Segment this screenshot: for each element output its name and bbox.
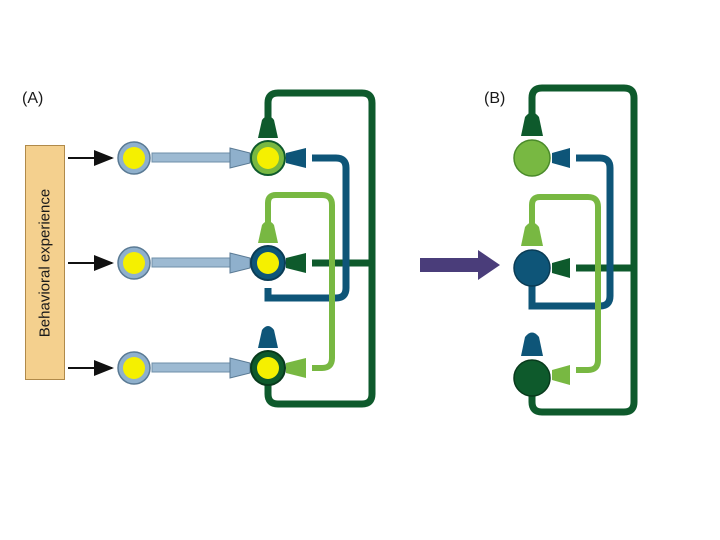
input-neuron-3 xyxy=(117,351,151,385)
input-neuron-1 xyxy=(117,141,151,175)
panel-b xyxy=(513,84,638,416)
network-neuron-a1 xyxy=(229,116,306,176)
network-neuron-b2 xyxy=(513,222,570,287)
network-neuron-b1 xyxy=(513,112,570,177)
panel-b-label: (B) xyxy=(484,90,506,107)
input-neuron-2 xyxy=(117,246,151,280)
behavioral-experience-box: Behavioral experience xyxy=(25,145,65,380)
network-neuron-a2 xyxy=(229,221,306,281)
transition-arrow-icon xyxy=(420,250,500,280)
network-neuron-b3 xyxy=(513,332,570,397)
panel-a xyxy=(68,89,376,408)
panel-a-label: (A) xyxy=(22,90,44,107)
network-neuron-a3 xyxy=(229,326,306,386)
